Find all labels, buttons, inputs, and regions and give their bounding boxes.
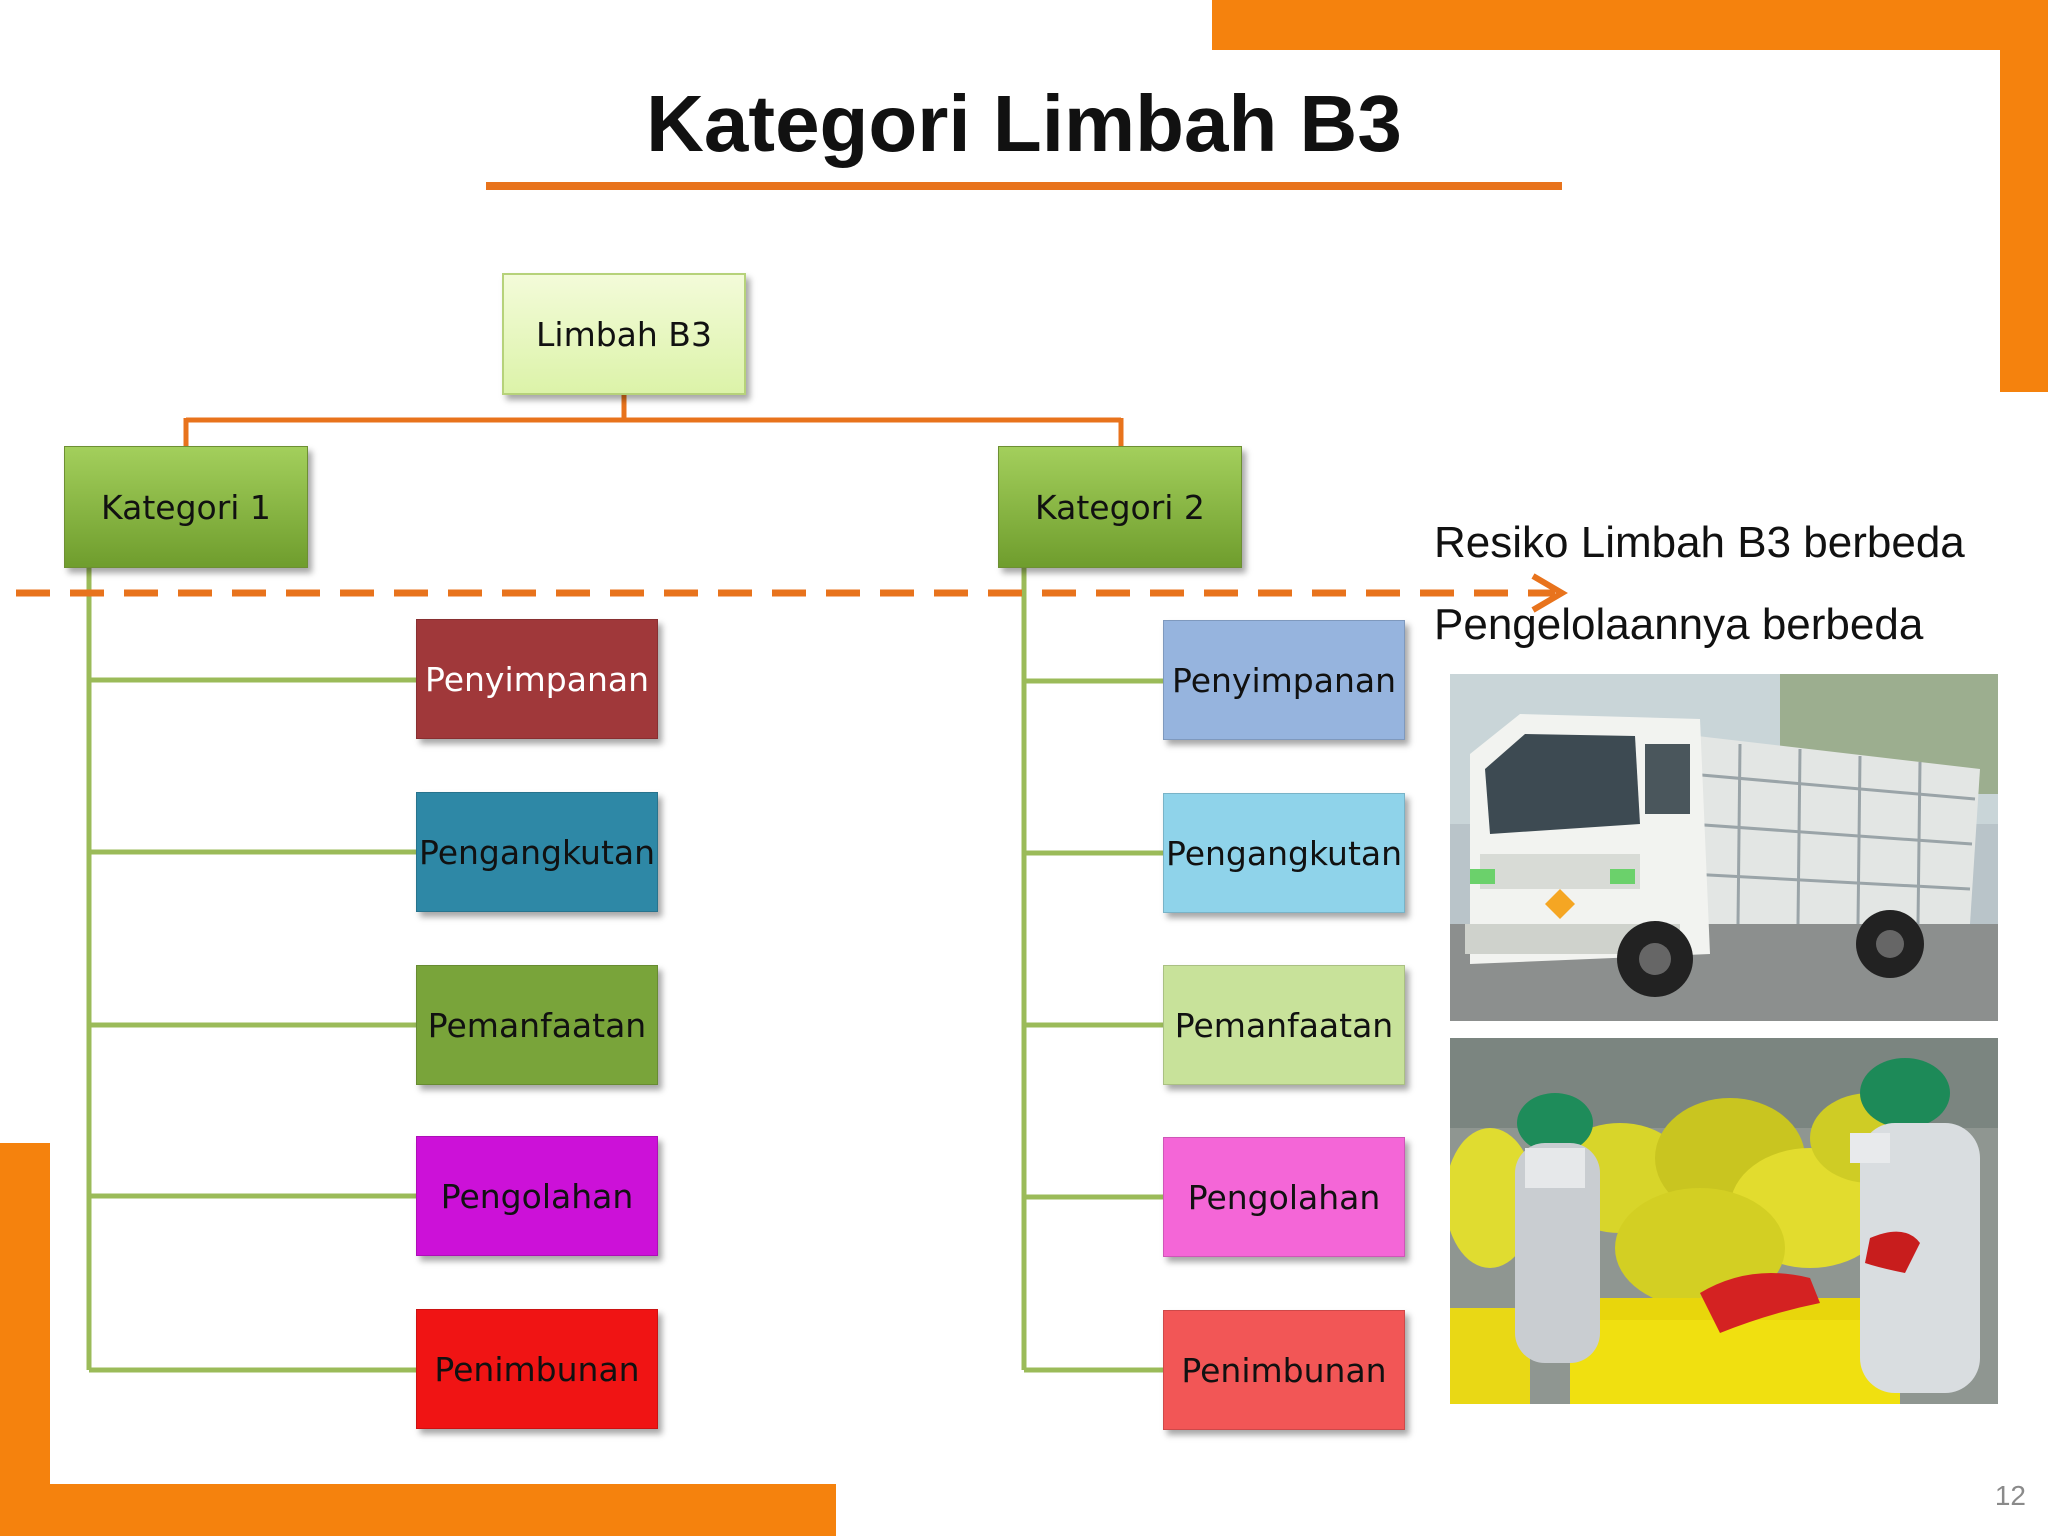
right-orange-bar xyxy=(2000,0,2048,392)
left-orange-bar xyxy=(0,1143,50,1536)
bottom-orange-bar xyxy=(0,1484,836,1536)
dashed-arrow xyxy=(16,573,1568,613)
root-node: Limbah B3 xyxy=(502,273,746,395)
kategori-1-leaf: Pengangkutan xyxy=(416,792,658,912)
kategori-2-leaf: Pemanfaatan xyxy=(1163,965,1405,1085)
kategori-1-node: Kategori 1 xyxy=(64,446,308,568)
side-text-management: Pengelolaannya berbeda xyxy=(1434,600,1924,649)
kategori-1-leaf: Pemanfaatan xyxy=(416,965,658,1085)
kategori-2-leaf: Penimbunan xyxy=(1163,1310,1405,1430)
kategori-1-leaf: Pengolahan xyxy=(416,1136,658,1256)
kategori-1-connector xyxy=(86,568,416,1373)
root-connector xyxy=(183,395,1124,446)
title-underline xyxy=(486,182,1562,190)
page-title: Kategori Limbah B3 xyxy=(646,79,1402,168)
waste-handling-photo xyxy=(1450,1038,1998,1404)
kategori-2-node: Kategori 2 xyxy=(998,446,1242,568)
kategori-2-leaf: Penyimpanan xyxy=(1163,620,1405,740)
kategori-2-leaf: Pengolahan xyxy=(1163,1137,1405,1257)
page-number: 12 xyxy=(1994,1480,2026,1511)
side-text-risk: Resiko Limbah B3 berbeda xyxy=(1434,518,1965,567)
kategori-2-leaf: Pengangkutan xyxy=(1163,793,1405,913)
truck-photo xyxy=(1450,674,1998,1021)
kategori-1-leaf: Penimbunan xyxy=(416,1309,658,1429)
kategori-2-connector xyxy=(1021,568,1163,1373)
kategori-1-leaf: Penyimpanan xyxy=(416,619,658,739)
top-right-orange-bar xyxy=(1212,0,2048,50)
